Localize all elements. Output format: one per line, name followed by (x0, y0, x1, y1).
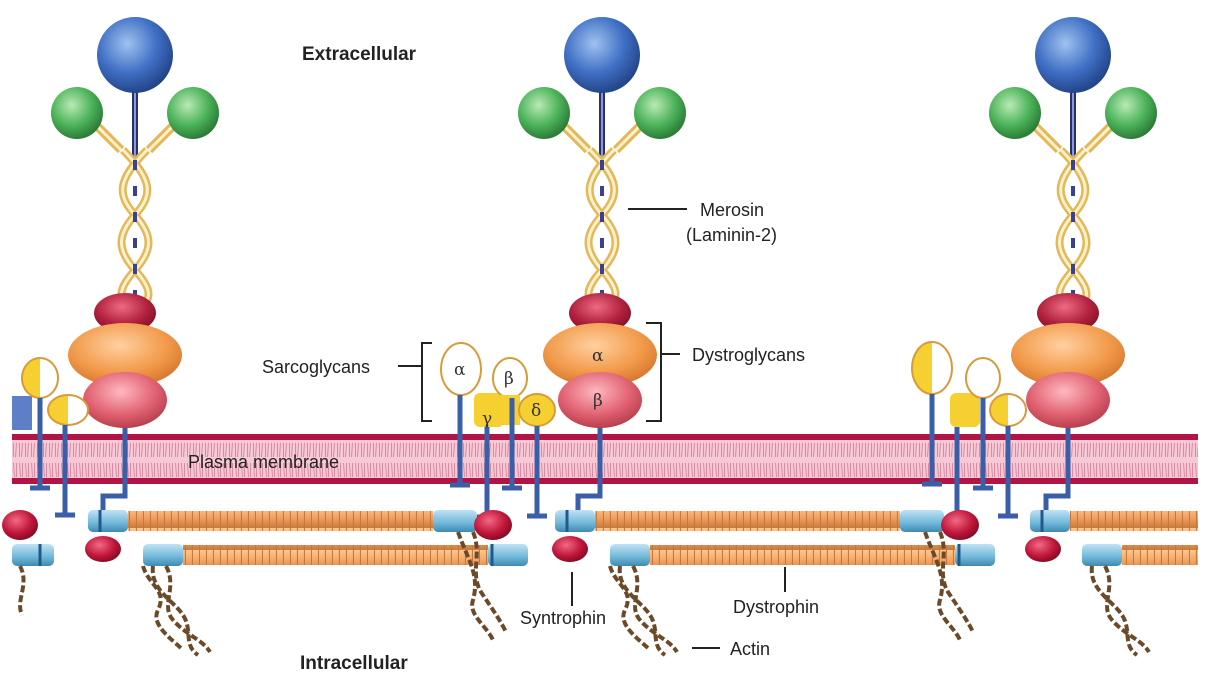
extracellular-label: Extracellular (302, 44, 417, 65)
syntrophin-label: Syntrophin (520, 608, 606, 628)
alpha-dystroglycan-letter: α (592, 346, 604, 366)
merosin-alt-label: (Laminin-2) (686, 225, 777, 245)
laminin-center (518, 17, 686, 312)
sarcoglycan-right-b (965, 357, 1001, 399)
complex-right (911, 17, 1157, 517)
syntrophin-edge-left (2, 510, 38, 540)
actin-label: Actin (730, 639, 770, 659)
sarcoglycan-left-b (47, 394, 89, 426)
sarcoglycans-label: Sarcoglycans (262, 357, 370, 377)
sarcoglycan-left-a (21, 357, 59, 399)
merosin-label: Merosin (700, 200, 764, 220)
alpha-sarcoglycan-letter: α (454, 360, 466, 380)
laminin-right (989, 17, 1157, 312)
beta-dystroglycan-letter: β (593, 391, 603, 411)
dystrophin-layer (2, 508, 1198, 657)
laminin-left (51, 17, 219, 312)
complex-left (21, 17, 219, 515)
beta-sarcoglycan-letter: β (504, 369, 514, 389)
sarcoglycan-right-c (989, 393, 1027, 427)
plasma-membrane-label: Plasma membrane (188, 452, 339, 472)
sarcoglycan-right-a (911, 341, 953, 395)
dystrophin-right-partial (1025, 510, 1198, 657)
dystrophin-center (550, 508, 997, 657)
delta-sarcoglycan-letter: δ (531, 401, 541, 421)
intracellular-label: Intracellular (300, 653, 408, 674)
dystroglycans-label: Dystroglycans (692, 345, 805, 365)
annotation-lines (398, 208, 786, 649)
dystrophin-left (83, 508, 530, 657)
sarcoglycan-gamma (474, 393, 504, 427)
partial-complex-left-edge (12, 396, 32, 430)
gamma-sarcoglycan-letter: γ (482, 409, 492, 429)
complex-center (440, 17, 686, 517)
dystrophin-label: Dystrophin (733, 597, 819, 617)
plasma-membrane (12, 396, 1198, 484)
